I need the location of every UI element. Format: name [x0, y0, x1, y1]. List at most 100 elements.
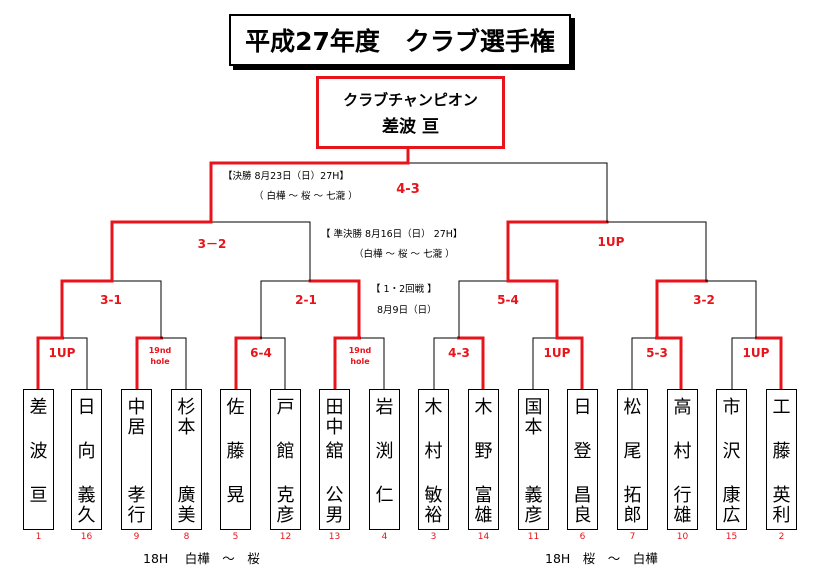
- champion-box: クラブチャンピオン 差波 亘: [316, 76, 505, 149]
- player-box: 佐藤晃: [220, 389, 251, 530]
- r1-score: 19nd hole: [348, 346, 372, 366]
- player-name-mid: 尾: [623, 441, 642, 462]
- player-name-top: 木: [424, 397, 443, 418]
- semifinal-round-info: 【 準決勝 8月16日（日） 27H】: [321, 229, 463, 240]
- course-left: 18H 白樺 ～ 桜: [143, 551, 260, 566]
- r1-score: 5-3: [646, 346, 668, 360]
- player-name-bottom: 義久: [77, 485, 96, 526]
- player-name-top: 高: [673, 397, 692, 418]
- player-box: 田中舘公男: [319, 389, 350, 530]
- player-name-bottom: 康広: [722, 485, 741, 526]
- player-box: 日登昌良: [567, 389, 598, 530]
- player-name-top: 日: [573, 397, 592, 418]
- early-round-info: 【 1・2回戦 】: [371, 284, 437, 295]
- r1-score: 1UP: [543, 346, 571, 360]
- player-name-bottom: 富雄: [474, 485, 493, 526]
- player-seed: 15: [725, 532, 738, 542]
- player-name-mid: 波: [29, 441, 48, 462]
- final-score: 4-3: [396, 182, 420, 197]
- r2-score: 3-2: [693, 293, 715, 307]
- player-seed: 7: [629, 532, 636, 542]
- player-name-mid: 野: [474, 441, 493, 462]
- player-seed: 2: [778, 532, 785, 542]
- player-name-bottom: 克彦: [276, 485, 295, 526]
- player-name-top: 中居: [127, 397, 146, 438]
- player-seed: 1: [35, 532, 42, 542]
- player-name-bottom: 義彦: [524, 485, 543, 526]
- r1-score: 6-4: [250, 346, 272, 360]
- player-seed: 16: [80, 532, 93, 542]
- player-box: 国本義彦: [518, 389, 549, 530]
- player-seed: 3: [430, 532, 437, 542]
- player-name-top: 松: [623, 397, 642, 418]
- player-name-mid: 館: [276, 441, 295, 462]
- r2-score: 5-4: [497, 293, 519, 307]
- player-box: 高村行雄: [667, 389, 698, 530]
- player-seed: 12: [279, 532, 292, 542]
- semi-right-score: 1UP: [597, 235, 625, 249]
- player-name-top: 工: [772, 397, 791, 418]
- player-name-mid: 村: [673, 441, 692, 462]
- player-name-top: 佐: [226, 397, 245, 418]
- player-box: 岩渕仁: [369, 389, 400, 530]
- player-name-bottom: 敏裕: [424, 485, 443, 526]
- player-name-top: 差: [29, 397, 48, 418]
- player-name-mid: 藤: [226, 441, 245, 462]
- player-name-bottom: 亘: [29, 485, 48, 506]
- player-name-bottom: 英利: [772, 485, 791, 526]
- player-name-mid: 登: [573, 441, 592, 462]
- player-seed: 4: [381, 532, 388, 542]
- player-name-bottom: 廣美: [177, 485, 196, 526]
- player-name-top: 田中: [325, 397, 344, 438]
- player-box: 差波亘: [23, 389, 54, 530]
- player-seed: 8: [183, 532, 190, 542]
- player-box: 松尾拓郎: [617, 389, 648, 530]
- player-name-mid: 藤: [772, 441, 791, 462]
- player-box: 木野富雄: [468, 389, 499, 530]
- early-round-date: 8月9日（日）: [377, 305, 437, 316]
- player-name-bottom: 行雄: [673, 485, 692, 526]
- player-name-mid: 沢: [722, 441, 741, 462]
- player-name-bottom: 公男: [325, 485, 344, 526]
- player-box: 中居孝行: [121, 389, 152, 530]
- r1-score: 19nd hole: [148, 346, 172, 366]
- course-right: 18H 桜 ～ 白樺: [545, 551, 658, 566]
- player-box: 杉本廣美: [171, 389, 202, 530]
- r1-score: 1UP: [742, 346, 770, 360]
- player-box: 市沢康広: [716, 389, 747, 530]
- final-round-courses: （ 白樺 ～ 桜 ～ 七瀧 ）: [254, 191, 358, 202]
- player-name-bottom: 孝行: [127, 485, 146, 526]
- player-seed: 10: [676, 532, 689, 542]
- player-seed: 5: [232, 532, 239, 542]
- page-title: 平成27年度 クラブ選手権: [229, 14, 571, 66]
- player-name-top: 杉本: [177, 397, 196, 438]
- player-name-mid: 向: [77, 441, 96, 462]
- player-name-mid: 村: [424, 441, 443, 462]
- r1-score: 4-3: [448, 346, 470, 360]
- player-name-top: 岩: [375, 397, 394, 418]
- player-seed: 14: [477, 532, 490, 542]
- player-name-bottom: 昌良: [573, 485, 592, 526]
- player-name-top: 市: [722, 397, 741, 418]
- player-name-top: 木: [474, 397, 493, 418]
- player-name-top: 日: [77, 397, 96, 418]
- player-box: 日向義久: [71, 389, 102, 530]
- player-seed: 11: [527, 532, 540, 542]
- player-name-bottom: 晃: [226, 485, 245, 506]
- player-name-top: 戸: [276, 397, 295, 418]
- player-box: 工藤英利: [766, 389, 797, 530]
- champion-label: クラブチャンピオン: [343, 90, 478, 109]
- player-seed: 13: [328, 532, 341, 542]
- r2-score: 2-1: [295, 293, 317, 307]
- r1-score: 1UP: [48, 346, 76, 360]
- player-seed: 6: [579, 532, 586, 542]
- player-name-top: 国本: [524, 397, 543, 438]
- player-box: 木村敏裕: [418, 389, 449, 530]
- final-round-info: 【決勝 8月23日（日）27H】: [223, 171, 349, 182]
- semi-left-score: 3－2: [197, 237, 227, 251]
- player-box: 戸館克彦: [270, 389, 301, 530]
- player-name-mid: 舘: [325, 441, 344, 462]
- player-name-mid: 渕: [375, 441, 394, 462]
- r2-score: 3-1: [100, 293, 122, 307]
